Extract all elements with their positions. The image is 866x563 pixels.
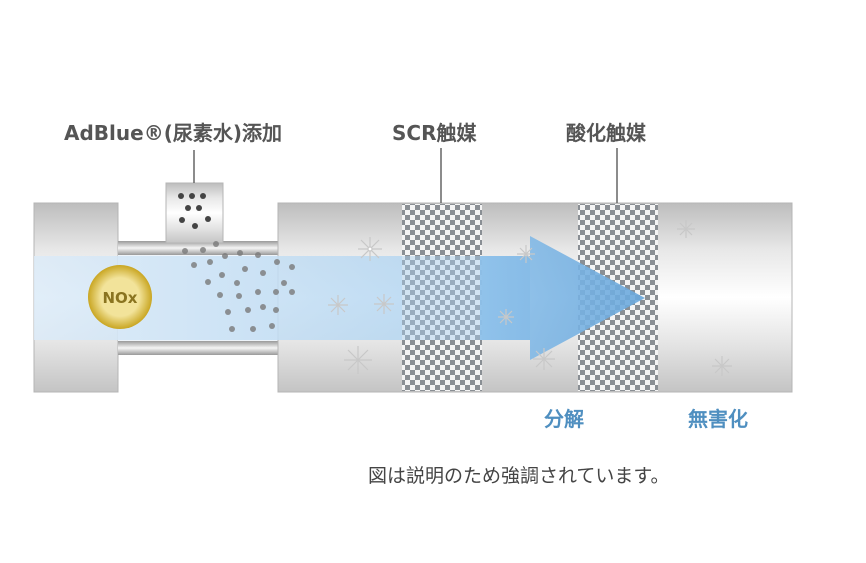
mixing-pipe-bottom-wall (118, 341, 278, 355)
oxidation-catalyst-label: 酸化触媒 (566, 121, 646, 145)
nox-molecule (88, 265, 152, 329)
scr-stream-overlay (402, 256, 482, 340)
reaction-sparkles (328, 220, 732, 376)
urea-spray (182, 241, 295, 332)
flow-arrow (480, 236, 645, 360)
harmless-label: 無害化 (688, 407, 748, 431)
scr-catalyst (402, 204, 482, 391)
adblue-injector (165, 182, 224, 244)
decompose-label: 分解 (544, 407, 584, 431)
scr-catalyst-label: SCR触媒 (392, 121, 477, 145)
leader-lines (193, 148, 618, 203)
adblue-label: AdBlue®(尿素水)添加 (64, 121, 282, 145)
nox-label: NOx (103, 289, 138, 307)
disclaimer-note: 図は説明のため強調されています。 (368, 465, 670, 487)
urea-droplets (178, 193, 211, 229)
